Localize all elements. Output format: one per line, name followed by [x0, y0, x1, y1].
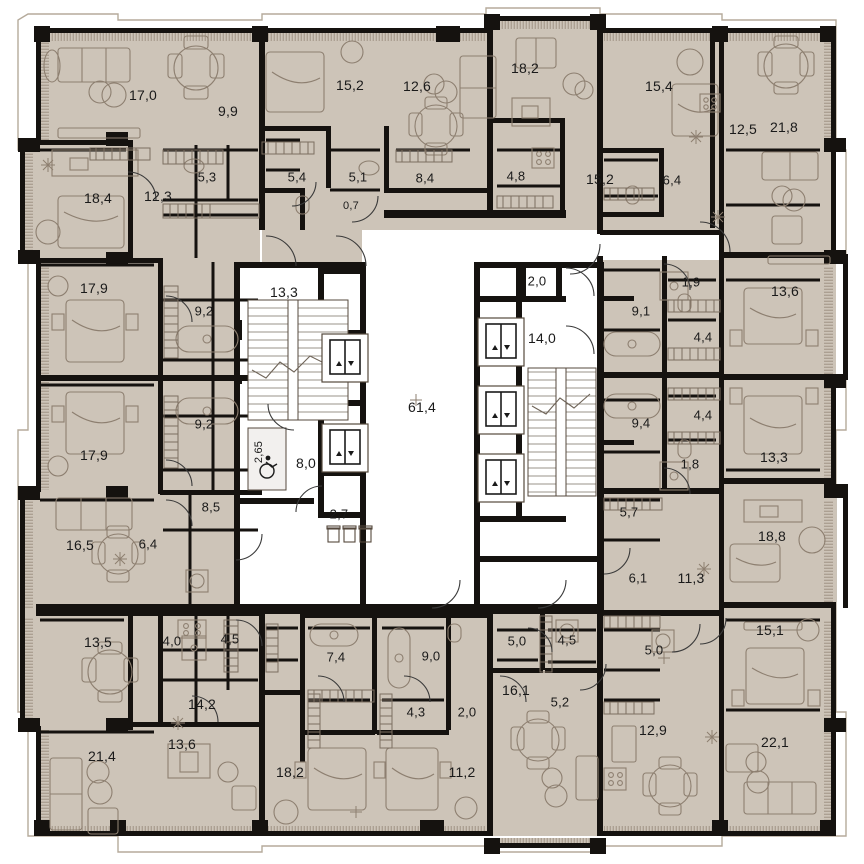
desk-icon [743, 499, 803, 523]
bathtub-icon [603, 393, 661, 419]
elevator-icon [321, 333, 369, 383]
star-icon [41, 158, 55, 172]
desk-icon [511, 97, 551, 127]
bathtub-icon [175, 325, 239, 353]
bed-icon [294, 747, 367, 811]
round-table-icon [91, 525, 146, 583]
round-table-icon [642, 756, 698, 816]
lamp-icon [35, 219, 61, 245]
sofa-icon [55, 497, 133, 531]
sofa-icon [515, 37, 557, 69]
wc-icon [677, 439, 692, 459]
stove-icon [177, 619, 207, 639]
star-icon [711, 210, 725, 224]
desk-icon [167, 743, 211, 779]
elevator-icon [477, 385, 525, 435]
furniture-symbols [35, 35, 831, 835]
round-table-icon [757, 35, 815, 95]
bed-icon [729, 287, 819, 347]
bathtub-icon [175, 397, 239, 425]
washer-icon [185, 569, 209, 593]
bed-icon [51, 299, 139, 363]
elevator-icon [477, 317, 525, 367]
washer-icon [651, 629, 675, 653]
wheelchair-icon [247, 427, 287, 491]
trash-bin-icon [326, 525, 373, 543]
stove-icon [699, 93, 721, 113]
light-partitions [40, 138, 820, 734]
round-table-icon [81, 641, 139, 703]
sofa-icon [459, 55, 497, 119]
round-table-icon [408, 96, 464, 156]
bathtub-icon [387, 627, 411, 689]
stairs-icon [527, 367, 597, 497]
star-icon [689, 130, 703, 144]
star-icon [350, 806, 362, 818]
stove-icon [603, 767, 627, 791]
bed-icon [731, 647, 821, 707]
bed-icon [57, 195, 125, 249]
shower-icon [659, 461, 689, 491]
star-icon [410, 394, 422, 406]
bed-icon [729, 387, 819, 455]
star-icon [705, 730, 719, 744]
round-table-icon [510, 710, 566, 770]
closet-hatching [89, 141, 721, 749]
round-table-icon [167, 35, 225, 100]
elevator-icon [321, 423, 369, 473]
bed-icon [373, 747, 452, 811]
sink-icon [358, 160, 380, 176]
elevator-icon [477, 453, 525, 503]
sofa-icon [49, 757, 83, 831]
bed-icon [729, 543, 781, 583]
shower-icon [181, 635, 207, 661]
wc-icon [295, 195, 310, 215]
sofa-icon [43, 47, 131, 83]
star-icon [697, 562, 711, 576]
wc-icon [447, 623, 462, 643]
coffee-table-icon [88, 80, 127, 108]
washer-icon [555, 619, 579, 643]
console-icon [57, 127, 141, 139]
bed-icon [51, 391, 139, 455]
door-swings [127, 171, 731, 723]
desk-icon [51, 149, 139, 177]
core-fixtures [247, 299, 597, 543]
sink-icon [183, 158, 205, 174]
stove-icon [531, 147, 555, 169]
star-icon [658, 652, 670, 664]
balcony-markers [41, 130, 725, 818]
star-icon [171, 716, 185, 730]
bathtub-icon [603, 331, 661, 357]
star-icon [113, 552, 127, 566]
bathtub-icon [309, 623, 359, 647]
sofa-icon [761, 151, 819, 181]
bed-icon [265, 51, 325, 113]
